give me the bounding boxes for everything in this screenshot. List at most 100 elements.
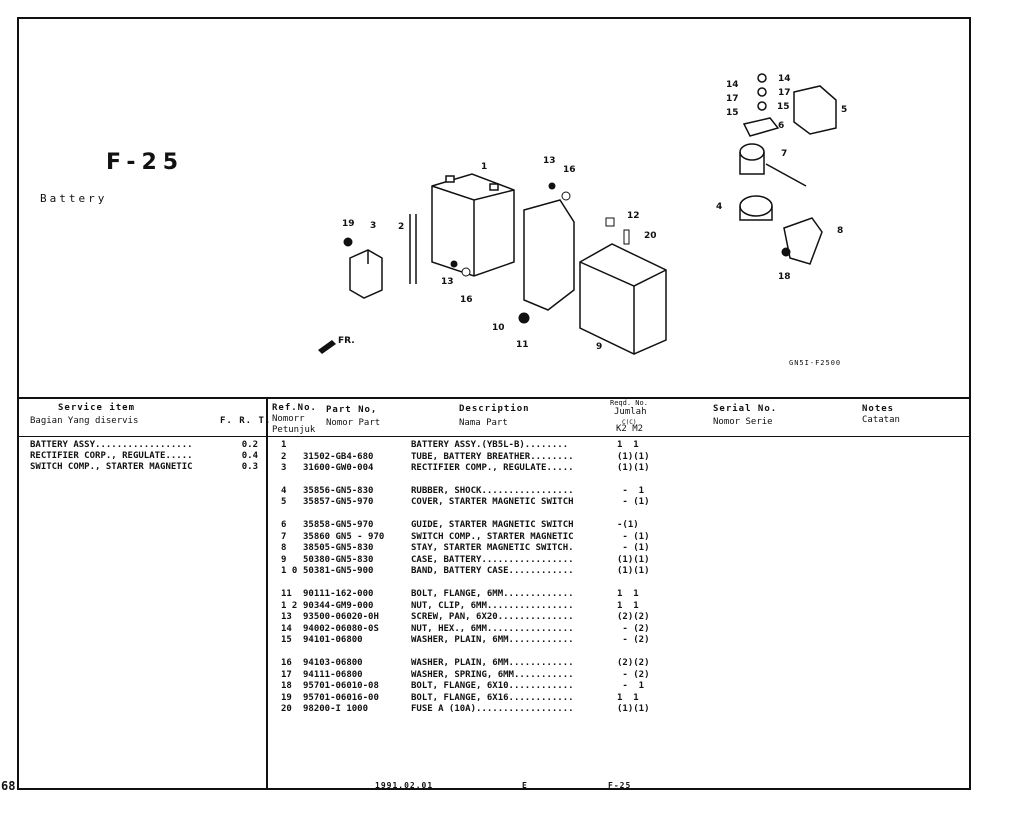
callout-15b: 15 <box>777 102 790 112</box>
part-description: COVER, STARTER MAGNETIC SWITCH <box>411 497 574 508</box>
part-quantity: 1 1 <box>617 588 639 599</box>
callout-16b: 16 <box>460 295 473 305</box>
part-number: 31502-GB4-680 <box>303 451 374 462</box>
part-description: BOLT, FLANGE, 6X10............ <box>411 681 574 692</box>
part-description: RECTIFIER COMP., REGULATE..... <box>411 463 574 474</box>
service-item-name: RECTIFIER CORP., REGULATE..... <box>30 451 193 461</box>
footer-edition: E <box>522 781 528 790</box>
service-item: RECTIFIER CORP., REGULATE.....0.4 <box>30 451 258 462</box>
part-ref: 19 <box>281 692 292 703</box>
part-ref: 20 <box>281 704 292 715</box>
part-ref: 11 <box>281 588 292 599</box>
part-quantity: (1)(1) <box>617 451 650 462</box>
parts-group-gap <box>281 475 661 486</box>
header-reqd-no-id: Jumlah <box>614 407 647 417</box>
parts-group-gap <box>281 578 661 589</box>
callout-13a: 13 <box>543 156 556 166</box>
callout-4: 4 <box>716 202 722 212</box>
part-quantity: (1)(1) <box>617 554 650 565</box>
part-ref: 15 <box>281 635 292 646</box>
parts-diagram: FR. 1 2 3 4 5 6 7 8 9 10 11 12 13 13 14 … <box>318 73 847 355</box>
part-description: STAY, STARTER MAGNETIC SWITCH. <box>411 543 574 554</box>
part-quantity: - 1 <box>617 485 645 496</box>
callout-15a: 15 <box>726 108 739 118</box>
part-quantity: - (1) <box>617 497 650 508</box>
battery-drawing <box>431 173 515 277</box>
part-quantity: (2)(2) <box>617 612 650 623</box>
header-service-item: Service item <box>58 403 136 413</box>
part-number: 38505-GN5-830 <box>303 543 374 554</box>
part-number: 35858-GN5-970 <box>303 519 374 530</box>
callout-18: 18 <box>778 272 791 282</box>
part-description: CASE, BATTERY................. <box>411 554 574 565</box>
callout-14a: 14 <box>726 80 739 90</box>
parts-row: 9 50380-GN5-830 CASE, BATTERY.............… <box>281 555 661 567</box>
part-ref: 16 <box>281 657 292 668</box>
battery-band-drawing <box>523 199 575 311</box>
starter-switch-drawing <box>739 73 837 265</box>
part-quantity: - 1 <box>617 681 645 692</box>
callout-2: 2 <box>398 222 404 232</box>
part-quantity: 1 1 <box>617 692 639 703</box>
part-ref: 9 <box>281 554 287 565</box>
part-ref: 3 <box>281 463 287 474</box>
part-ref: 17 <box>281 669 292 680</box>
part-number: 94101-06800 <box>303 635 363 646</box>
part-quantity: - (2) <box>617 635 650 646</box>
part-ref: 1 <box>281 440 287 450</box>
part-description: NUT, HEX., 6MM................ <box>411 623 574 634</box>
service-item-name: SWITCH COMP., STARTER MAGNETIC <box>30 462 193 472</box>
callout-17a: 17 <box>726 94 739 104</box>
part-description: BOLT, FLANGE, 6X16............ <box>411 692 574 703</box>
callout-17b: 17 <box>778 88 791 98</box>
header-description: Description <box>459 404 530 414</box>
header-notes: Notes <box>862 404 895 414</box>
footer-date: 1991.02.01 <box>375 781 434 790</box>
callout-16a: 16 <box>563 165 576 175</box>
part-number: 50380-GN5-830 <box>303 554 374 565</box>
part-description: SCREW, PAN, 6X20.............. <box>411 612 574 623</box>
service-item-name: BATTERY ASSY.................. <box>30 440 193 450</box>
part-ref: 7 <box>281 531 287 542</box>
part-ref: 8 <box>281 543 287 554</box>
service-item-frt: 0.2 <box>241 440 258 450</box>
part-quantity: 1 1 <box>617 440 639 450</box>
header-service-item-id: Bagian Yang diservis <box>30 416 139 426</box>
callout-19: 19 <box>342 219 355 229</box>
callout-10: 10 <box>492 323 505 333</box>
callout-1: 1 <box>481 162 487 172</box>
part-description: BAND, BATTERY CASE............ <box>411 566 574 577</box>
callout-7: 7 <box>781 149 787 159</box>
header-ref-no: Ref.No. <box>272 403 317 413</box>
part-description: BOLT, FLANGE, 6MM............. <box>411 588 574 599</box>
part-quantity: - (1) <box>617 543 650 554</box>
service-item: BATTERY ASSY.................. 0.2 <box>30 440 258 451</box>
header-reqd-models: K2 M2 <box>616 424 644 434</box>
parts-row: 8 38505-GN5-830 STAY, STARTER MAGNETIC SWI… <box>281 543 661 555</box>
header-serial-no-id: Nomor Serie <box>713 417 773 427</box>
header-divider <box>17 436 971 437</box>
part-number: 50381-GN5-900 <box>303 566 374 577</box>
part-ref: 5 <box>281 497 287 508</box>
part-description: SWITCH COMP., STARTER MAGNETIC <box>411 531 574 542</box>
drawing-code: GN5I-F2500 <box>789 359 842 367</box>
callout-20: 20 <box>644 231 657 241</box>
part-description: FUSE A (10A).................. <box>411 704 574 715</box>
header-serial-no: Serial No. <box>713 404 778 414</box>
part-description: NUT, CLIP, 6MM................ <box>411 600 574 611</box>
part-ref: 2 <box>281 451 287 462</box>
part-ref: 1 2 <box>281 600 298 611</box>
header-description-id: Nama Part <box>459 418 508 428</box>
